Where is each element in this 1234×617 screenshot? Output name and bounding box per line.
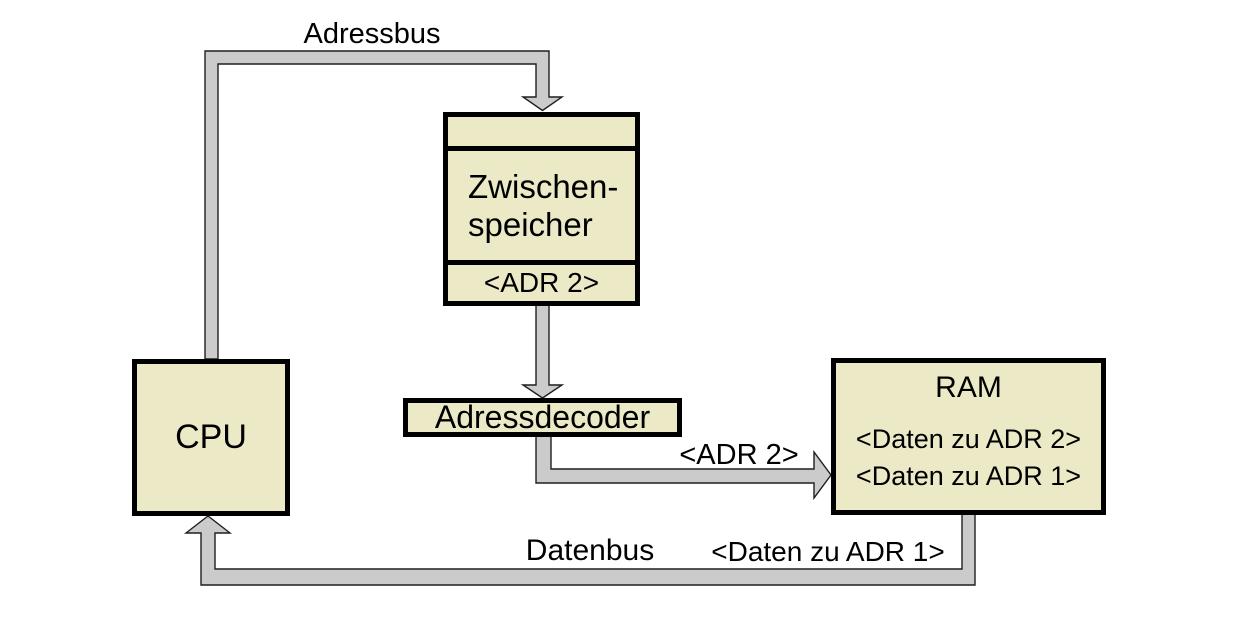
ram-box: RAM <Daten zu ADR 2> <Daten zu ADR 1>: [831, 358, 1106, 515]
data-bus-label: Datenbus: [525, 534, 655, 567]
cpu-box: CPU: [132, 359, 290, 516]
address-bus-label: Adressbus: [303, 18, 441, 50]
ram-title: RAM: [935, 371, 1002, 404]
buffer-name: Zwischen- speicher: [448, 151, 635, 260]
address-decoder-label: Adressdecoder: [434, 399, 651, 435]
address-bus-arrow: [204, 50, 565, 360]
decoder-to-ram-arrow: [535, 435, 832, 501]
address-decoder-box: Adressdecoder: [403, 398, 682, 437]
data-bus-arrow: [183, 511, 976, 586]
buffer-empty-slot: [448, 117, 635, 146]
cpu-label: CPU: [175, 418, 247, 456]
buffer-divider-top: [448, 146, 635, 151]
buffer-name-line1: Zwischen-: [468, 167, 619, 205]
buffer-box: Zwischen- speicher <ADR 2>: [443, 112, 640, 306]
ram-data-row-adr2: <Daten zu ADR 2>: [855, 424, 1082, 454]
buffer-name-line2: speicher: [468, 205, 593, 243]
buffer-register-value: <ADR 2>: [483, 267, 600, 298]
daten-adr1-transfer-label: <Daten zu ADR 1>: [711, 536, 945, 567]
buffer-to-decoder-arrow: [520, 304, 565, 399]
buffer-divider-bottom: [448, 260, 635, 265]
ram-data-row-adr1: <Daten zu ADR 1>: [855, 461, 1082, 491]
adr2-transfer-label: <ADR 2>: [679, 439, 799, 471]
